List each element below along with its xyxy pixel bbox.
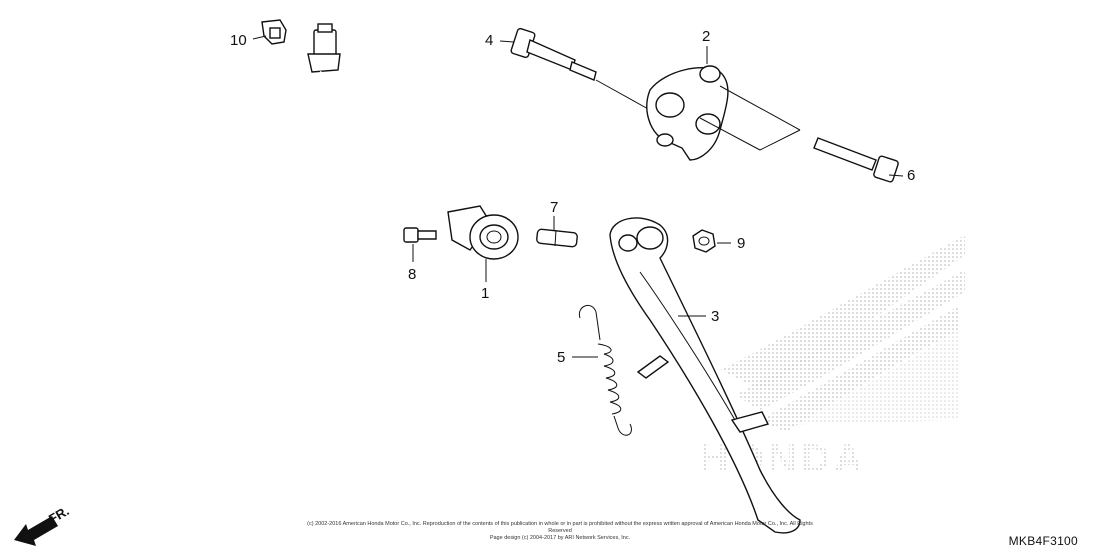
- part-nut-9: [692, 229, 716, 253]
- callout-6: 6: [907, 167, 915, 184]
- copyright-line-2: Page design (c) 2004-2017 by ARI Network…: [489, 535, 631, 541]
- callout-10: 10: [230, 32, 247, 49]
- diagram-code: MKB4F3100: [1008, 534, 1078, 548]
- part-collar-7: [536, 228, 578, 248]
- callout-5: 5: [557, 349, 565, 366]
- callout-8: 8: [408, 266, 416, 283]
- callout-9: 9: [737, 235, 745, 252]
- leader-lines: [252, 35, 904, 358]
- part-pivot-bolt-4: [510, 27, 651, 111]
- copyright-notice: (c) 2002-2016 American Honda Motor Co., …: [300, 521, 820, 542]
- part-bracket-2: [646, 65, 801, 161]
- part-bolt-6: [813, 137, 899, 183]
- sidestand-switch-harness: [238, 23, 462, 252]
- part-bolt-8: [403, 227, 437, 243]
- copyright-line-1: (c) 2002-2016 American Honda Motor Co., …: [307, 521, 813, 534]
- callout-1: 1: [481, 285, 489, 302]
- front-direction-arrow-icon: FR.: [14, 503, 72, 546]
- part-clip-10: [261, 19, 287, 45]
- honda-wing-watermark: HONDA: [700, 235, 965, 481]
- callout-2: 2: [702, 28, 710, 45]
- callout-4: 4: [485, 32, 493, 49]
- callout-labels: 10 4 2 6 7 9 8 1 3 5: [230, 28, 915, 366]
- part-spring-5: [578, 304, 632, 436]
- callout-7: 7: [550, 199, 558, 216]
- callout-3: 3: [711, 308, 719, 325]
- part-sidestand-switch-1: [447, 205, 519, 260]
- part-side-stand-3: [609, 217, 801, 534]
